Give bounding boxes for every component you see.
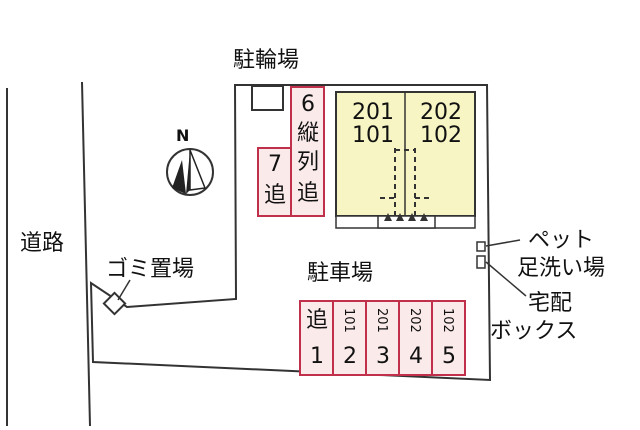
- slot7-number: 7: [268, 152, 282, 177]
- north-label: N: [176, 126, 190, 145]
- compass-needle-dark: [186, 150, 190, 194]
- slot1-number: 1: [310, 344, 324, 369]
- delivery-box-label-2: ボックス: [490, 319, 578, 344]
- delivery-box-leader: [485, 261, 527, 297]
- slot4-top: 202: [407, 308, 422, 333]
- slot3-top: 201: [374, 308, 389, 333]
- pet-wash-label-1: ペット: [528, 228, 595, 253]
- slot6-char: 縦: [296, 121, 319, 146]
- garbage-label: ゴミ置場: [106, 257, 195, 282]
- slot3-number: 3: [376, 344, 390, 369]
- unit-102-label: 102: [420, 123, 462, 148]
- slot4-number: 4: [409, 344, 423, 369]
- parking-label: 駐車場: [307, 261, 374, 286]
- slot2-top: 101: [341, 308, 356, 333]
- pet-wash-box: [476, 241, 486, 252]
- parking-slot-1: [299, 300, 334, 376]
- slot5-top: 102: [440, 308, 455, 333]
- unit-202-label: 202: [420, 100, 462, 125]
- delivery-box: [476, 255, 486, 269]
- slot6-number: 6: [301, 92, 315, 117]
- building-base-notch: [377, 215, 436, 229]
- slot5-number: 5: [442, 344, 456, 369]
- slot7-char: 追: [263, 183, 286, 208]
- unit-101-label: 101: [352, 123, 394, 148]
- parking-slot-3: [365, 300, 400, 376]
- slot6-char: 追: [296, 181, 319, 206]
- slot6-char: 列: [296, 150, 319, 175]
- pet-wash-label-2: 足洗い場: [517, 256, 606, 281]
- compass-needle-light: [189, 149, 207, 191]
- entrance-arrow: [396, 213, 404, 221]
- entrance-arrow: [420, 213, 428, 221]
- unit-201-label: 201: [352, 100, 394, 125]
- slot1-top: 追: [305, 308, 328, 333]
- parking-slot-5: [431, 300, 466, 376]
- bicycle-parking-label: 駐輪場: [233, 48, 300, 73]
- pet-wash-leader: [485, 239, 521, 247]
- garbage-leader: [117, 279, 131, 301]
- compass-needle-shadow: [172, 160, 186, 194]
- bicycle-parking-box: [251, 85, 284, 111]
- road-line-right: [81, 81, 91, 427]
- delivery-box-label-1: 宅配: [528, 291, 573, 316]
- entrance-arrow: [408, 213, 416, 221]
- road-label: 道路: [20, 231, 65, 256]
- slot2-number: 2: [343, 344, 357, 369]
- entrance-arrow: [384, 213, 392, 221]
- parking-slot-7: [257, 147, 292, 217]
